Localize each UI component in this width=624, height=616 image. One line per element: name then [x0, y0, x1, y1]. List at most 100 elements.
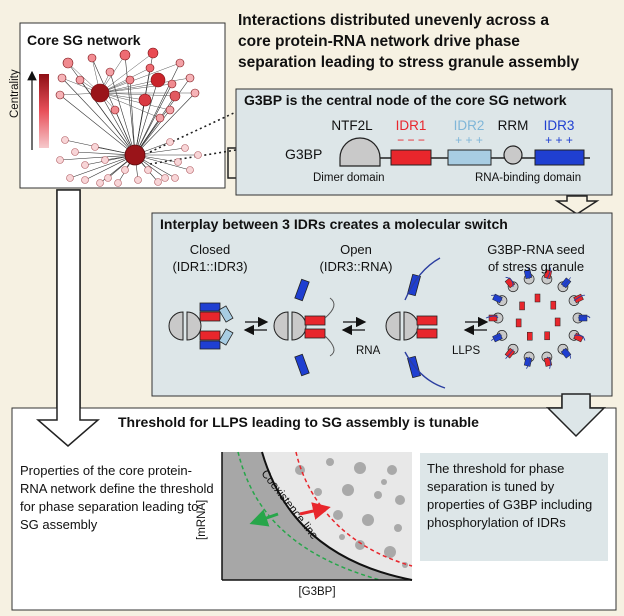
network-threshold-text: Properties of the core protein-RNA netwo… — [20, 463, 214, 532]
rna-strand — [404, 351, 446, 389]
droplet — [384, 546, 396, 558]
seed-rna — [562, 348, 571, 359]
network-edge — [99, 67, 151, 94]
droplet — [374, 491, 382, 499]
network-node — [181, 144, 189, 152]
arrow-g3bp-to-switch — [554, 195, 600, 215]
green-arrow — [249, 509, 279, 527]
network-node — [62, 57, 74, 69]
centrality-gradient-bar — [39, 74, 49, 148]
droplet — [333, 510, 343, 520]
network-node — [81, 176, 89, 184]
network-node — [114, 179, 122, 187]
intermediate-idr3 — [294, 353, 310, 377]
single-phase-region — [222, 452, 412, 580]
coexistence-line — [261, 451, 413, 581]
seed-rna — [573, 294, 586, 302]
threshold-panel-title: Threshold for LLPS leading to SG assembl… — [118, 414, 479, 430]
rna-binding-domain-label: RNA-binding domain — [475, 172, 582, 184]
rrm-domain — [503, 145, 523, 165]
droplet — [381, 479, 387, 485]
droplet — [326, 458, 334, 466]
open-ntf2l-left — [385, 311, 401, 341]
network-node — [155, 113, 165, 123]
intermediate-ntf2l-left — [273, 311, 289, 341]
network-node — [154, 178, 162, 186]
network-node — [175, 58, 185, 68]
g3bp-panel-title: G3BP is the central node of the core SG … — [244, 92, 567, 108]
network-node — [166, 138, 174, 146]
network-edge — [99, 77, 191, 94]
network-edge — [99, 92, 161, 119]
network-node — [55, 90, 65, 100]
rrm-label: RRM — [497, 118, 529, 133]
zoom-connector-top — [149, 111, 237, 153]
network-node — [134, 176, 142, 184]
network-node — [144, 166, 152, 174]
network-edge — [99, 52, 154, 94]
droplet — [314, 488, 322, 496]
llps-label: LLPS — [452, 345, 481, 357]
open-idr1 — [416, 315, 438, 326]
network-node — [105, 67, 115, 77]
seed-rna — [562, 277, 571, 288]
idr2-charge: + + + — [455, 133, 483, 147]
seed-rna — [577, 315, 591, 319]
closed-idr2 — [218, 305, 234, 323]
seed-rna — [491, 294, 503, 301]
idr2-label: IDR2 — [453, 118, 485, 133]
headline-line2: core protein-RNA network drive phase — [238, 33, 520, 50]
idr2-block — [447, 149, 492, 166]
idr3-block — [534, 149, 585, 166]
seed-label: G3BP-RNA seed — [487, 242, 585, 257]
network-node — [104, 174, 112, 182]
network-edge — [99, 79, 159, 94]
network-node — [71, 148, 79, 156]
headline-line3: separation leading to stress granule ass… — [238, 54, 580, 71]
droplet — [395, 495, 405, 505]
arrow-network-to-threshold-tip — [35, 189, 101, 447]
red-arrow — [299, 502, 331, 520]
network-edge — [59, 154, 136, 161]
network-node — [190, 88, 200, 98]
network-edge — [134, 62, 181, 156]
network-node — [171, 174, 179, 182]
seed-rna — [573, 334, 586, 341]
network-edge — [59, 94, 136, 156]
network-node — [87, 53, 97, 63]
network-edge — [129, 79, 136, 156]
dimer-domain-label: Dimer domain — [313, 172, 385, 184]
network-node — [169, 90, 181, 102]
droplet — [355, 540, 365, 550]
seed-inner-idr — [519, 301, 525, 311]
network-edge — [69, 154, 136, 179]
network-node — [194, 151, 202, 159]
seed-rna — [526, 356, 531, 369]
switch-panel-title: Interplay between 3 IDRs creates a molec… — [160, 216, 508, 232]
open-label: Open — [340, 242, 372, 257]
network-title: Core SG network — [27, 32, 141, 48]
seed-inner-idr — [554, 317, 561, 327]
network-node — [161, 174, 169, 182]
network-node — [147, 47, 159, 59]
droplet — [354, 462, 366, 474]
network-node — [121, 166, 129, 174]
network-node — [174, 158, 182, 166]
rna-strand — [404, 257, 441, 301]
open-sublabel: (IDR3::RNA) — [319, 259, 393, 274]
network-edge — [79, 79, 136, 156]
linker — [324, 297, 335, 319]
network-node — [101, 156, 109, 164]
g3bp-tuning-text: The threshold for phase separation is tu… — [427, 461, 593, 530]
network-edge — [99, 92, 176, 97]
network-node — [90, 83, 110, 103]
network-node — [57, 73, 67, 83]
network-node — [56, 156, 64, 164]
network-node — [81, 161, 89, 169]
network-edge — [124, 54, 136, 156]
raised-threshold-line — [295, 451, 413, 567]
seed-inner-idr — [534, 293, 541, 303]
seed-rna — [546, 356, 551, 369]
